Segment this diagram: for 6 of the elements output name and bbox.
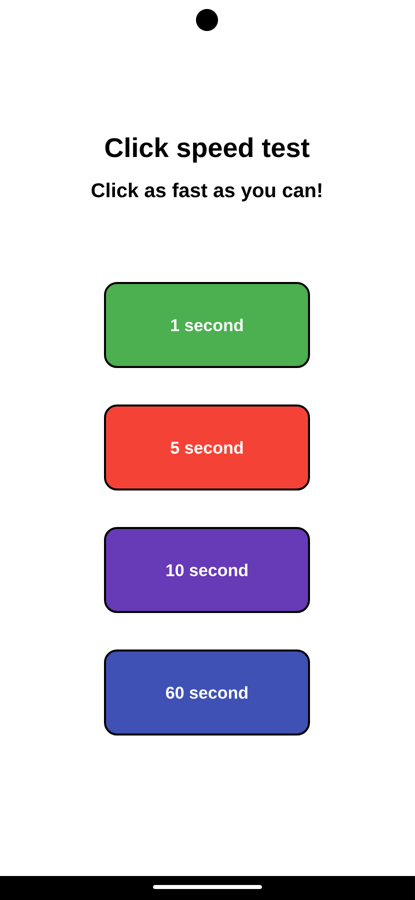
button: 60 second (104, 650, 310, 736)
button: 1 second (104, 282, 310, 368)
button: 10 second (104, 527, 310, 613)
subtitle: Click as fast as you can! (92, 182, 322, 202)
button: 5 second (104, 404, 310, 490)
title: Click speed test (105, 137, 310, 163)
